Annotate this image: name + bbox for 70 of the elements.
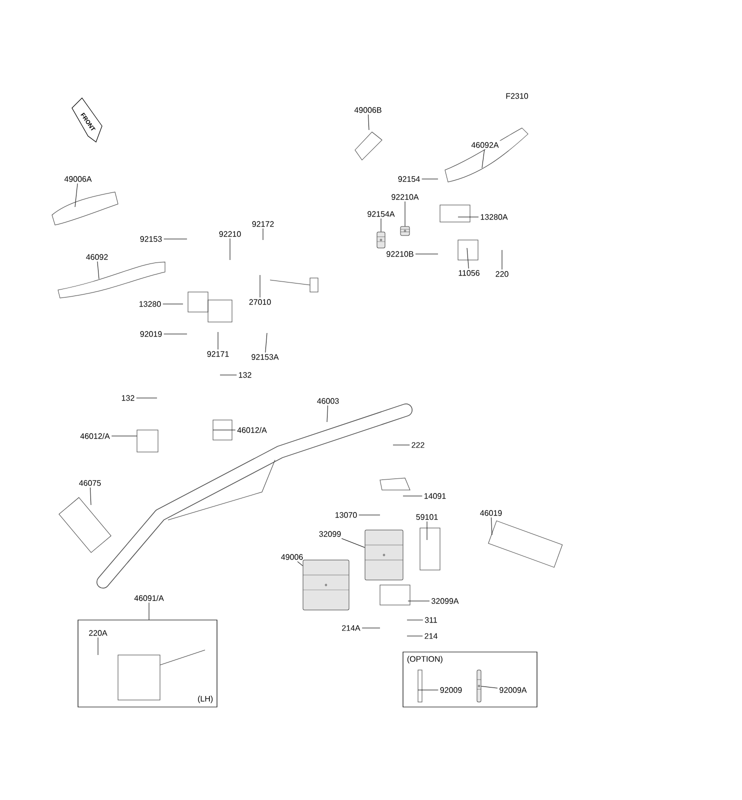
callout-number: 92210B bbox=[384, 250, 416, 258]
callout-number: 32099 bbox=[317, 530, 343, 538]
part-drawing bbox=[476, 670, 482, 702]
leader-line bbox=[404, 201, 406, 226]
leader-line bbox=[422, 178, 438, 180]
callout-number: 92154 bbox=[396, 174, 422, 184]
leader-line bbox=[326, 405, 328, 422]
leader-line bbox=[90, 487, 92, 506]
part-drawing bbox=[364, 530, 404, 580]
callout-number: 92210A bbox=[390, 192, 420, 202]
leader-line bbox=[466, 248, 469, 269]
callout-number: 13280 bbox=[137, 300, 163, 308]
leader-line bbox=[97, 261, 100, 280]
callout-number: 49006A bbox=[62, 174, 94, 184]
callout-number: 214A bbox=[340, 624, 362, 632]
callout-number: 49006 bbox=[279, 552, 305, 562]
callout-number: 92009 bbox=[438, 686, 464, 694]
leader-line bbox=[148, 602, 150, 620]
leader-line bbox=[408, 600, 430, 602]
callout-number: 92172 bbox=[250, 220, 276, 228]
leader-line bbox=[74, 183, 78, 208]
callout-number: 92210 bbox=[217, 230, 243, 238]
callout-number: 46075 bbox=[77, 478, 103, 488]
callout-number: 59101 bbox=[414, 512, 440, 522]
leader-line bbox=[368, 114, 370, 130]
leader-line bbox=[262, 228, 264, 240]
leader-line bbox=[341, 538, 365, 548]
leader-line bbox=[481, 686, 498, 688]
leader-line bbox=[490, 517, 492, 536]
callout-number: 49006B bbox=[352, 106, 384, 114]
leader-line bbox=[392, 444, 410, 446]
callout-number: 46091/A bbox=[132, 594, 166, 602]
callout-number: 46012/A bbox=[236, 426, 268, 434]
leader-line bbox=[164, 238, 188, 240]
callout-number: 220 bbox=[494, 270, 510, 278]
leader-line bbox=[297, 561, 303, 566]
callout-number: 27010 bbox=[247, 298, 273, 306]
callout-number: 222 bbox=[410, 440, 426, 450]
callout-number: 92009A bbox=[498, 686, 528, 694]
callout-number: 92153 bbox=[138, 234, 164, 244]
leader-line bbox=[426, 521, 428, 540]
callout-number: 311 bbox=[423, 616, 439, 624]
leader-line bbox=[482, 149, 485, 168]
callout-number: 13280A bbox=[478, 212, 510, 222]
part-drawing bbox=[400, 226, 410, 236]
callout-number: 46019 bbox=[478, 508, 504, 518]
callout-number: 13070 bbox=[333, 510, 359, 520]
leader-line bbox=[458, 216, 479, 218]
callout-number: 214 bbox=[422, 632, 440, 640]
callout-number: 46092 bbox=[84, 252, 110, 262]
part-drawing bbox=[302, 560, 350, 610]
callout-number: 46012/A bbox=[78, 432, 112, 440]
callout-number: 11056 bbox=[456, 268, 482, 278]
callout-number: 92019 bbox=[138, 330, 164, 338]
callout-number: 46003 bbox=[315, 396, 341, 406]
leader-line bbox=[358, 514, 380, 516]
callout-number: 132 bbox=[236, 370, 254, 380]
callout-number: 32099A bbox=[430, 596, 460, 606]
callout-number: 14091 bbox=[422, 492, 448, 500]
drawing-code: F2310 bbox=[506, 93, 528, 99]
callout-number: 132 bbox=[120, 394, 136, 402]
callout-number: 92153A bbox=[250, 352, 280, 362]
callout-number: 92171 bbox=[205, 350, 231, 358]
callout-number: 92154A bbox=[366, 210, 396, 218]
leader-line bbox=[380, 218, 382, 232]
leader-line bbox=[220, 374, 237, 376]
callout-number: 46092A bbox=[470, 140, 500, 150]
part-drawing bbox=[376, 232, 386, 248]
leader-line bbox=[265, 332, 268, 353]
callout-number: 220A bbox=[87, 628, 109, 638]
